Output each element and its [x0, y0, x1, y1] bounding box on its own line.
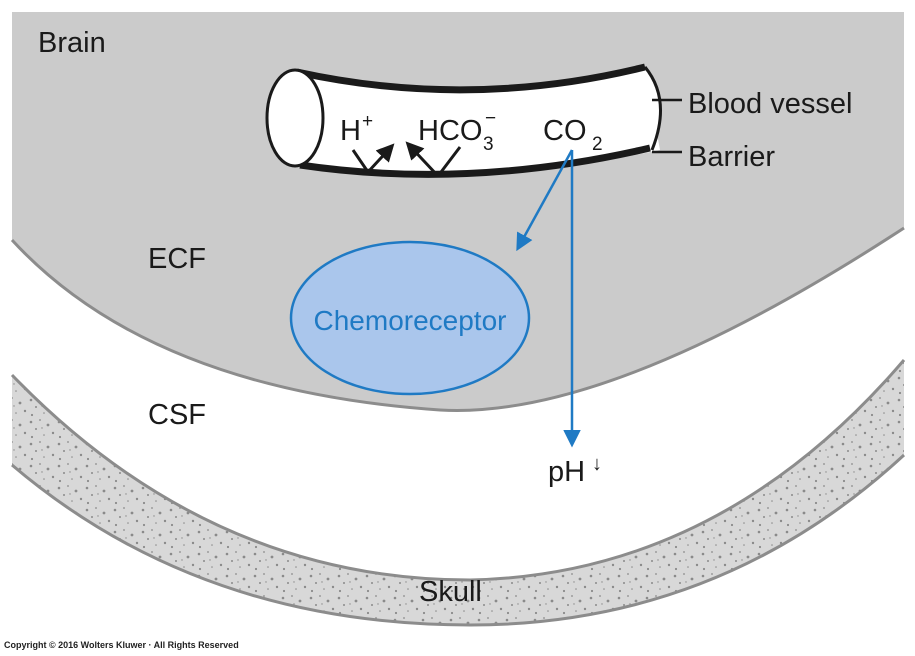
ph-label: pH: [548, 456, 585, 488]
chemoreceptor: [289, 240, 531, 396]
bicarbonate-label: HCO: [418, 115, 482, 147]
brain-surface-line: [10, 226, 905, 412]
skull-inner-edge: [10, 359, 906, 582]
blood-vessel-upper-wall: [296, 63, 646, 94]
brain-label: Brain: [38, 27, 106, 59]
hydrogen-ion-label: H: [340, 115, 361, 147]
reaction-arrow-to-hco3: [408, 144, 462, 178]
blood-vessel-label: Blood vessel: [688, 88, 852, 120]
skull-texture: [12, 360, 904, 625]
co2-label: CO: [543, 115, 587, 147]
csf-label: CSF: [148, 399, 206, 431]
bicarbonate-charge: −: [485, 108, 496, 129]
barrier-label: Barrier: [688, 141, 775, 173]
ph-decrease-arrow: ↓: [592, 453, 602, 475]
co2-subscript: 2: [592, 134, 603, 155]
blood-vessel-end-cap: [643, 66, 662, 151]
reaction-arrow-to-h: [351, 146, 392, 174]
skull-outer-edge: [11, 453, 906, 627]
blood-vessel-opening: [265, 68, 325, 168]
co2-to-chemoreceptor-arrow: [516, 149, 574, 252]
bicarbonate-subscript: 3: [483, 134, 494, 155]
chemoreceptor-label: Chemoreceptor: [314, 305, 507, 336]
skull-label: Skull: [419, 576, 482, 608]
hydrogen-ion-charge: +: [362, 111, 373, 132]
copyright-notice: Copyright © 2016 Wolters Kluwer · All Ri…: [4, 640, 239, 650]
blood-vessel-lower-wall: [299, 144, 651, 178]
ecf-label: ECF: [148, 243, 206, 275]
brain-region: [12, 12, 904, 411]
